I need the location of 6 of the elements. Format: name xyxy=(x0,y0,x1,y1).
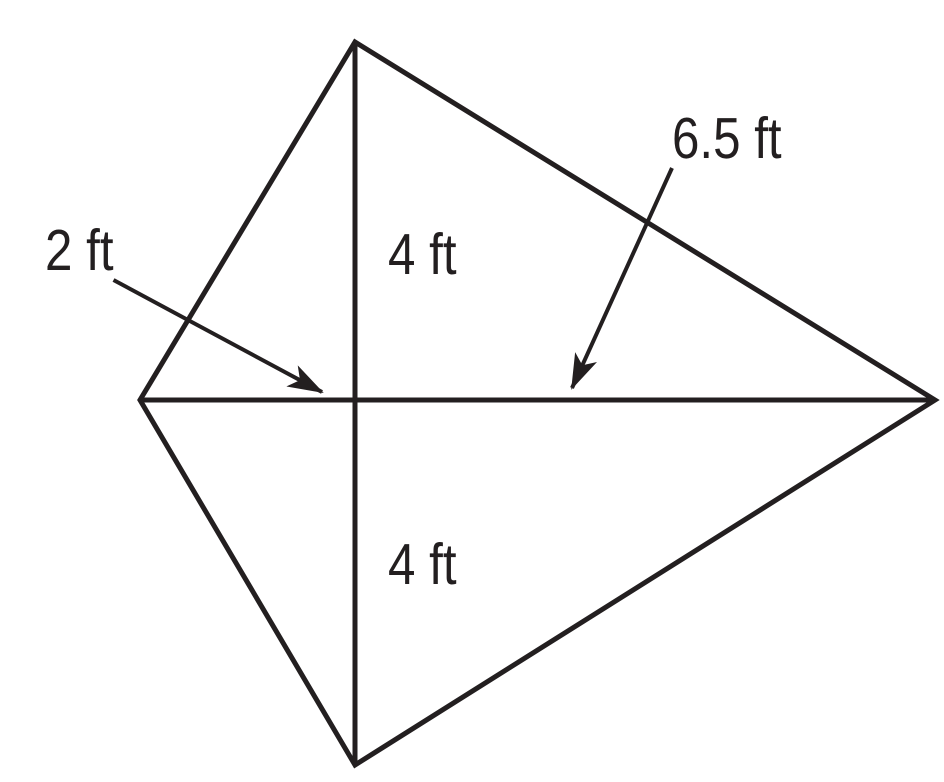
dimension-label: 6.5 ft xyxy=(672,110,782,168)
dimension-label: 4 ft xyxy=(388,536,457,594)
leader-arrow xyxy=(570,167,674,390)
dimension-label: 4 ft xyxy=(388,226,457,284)
leader-arrow xyxy=(112,278,324,394)
dimension-label: 2 ft xyxy=(45,222,114,280)
